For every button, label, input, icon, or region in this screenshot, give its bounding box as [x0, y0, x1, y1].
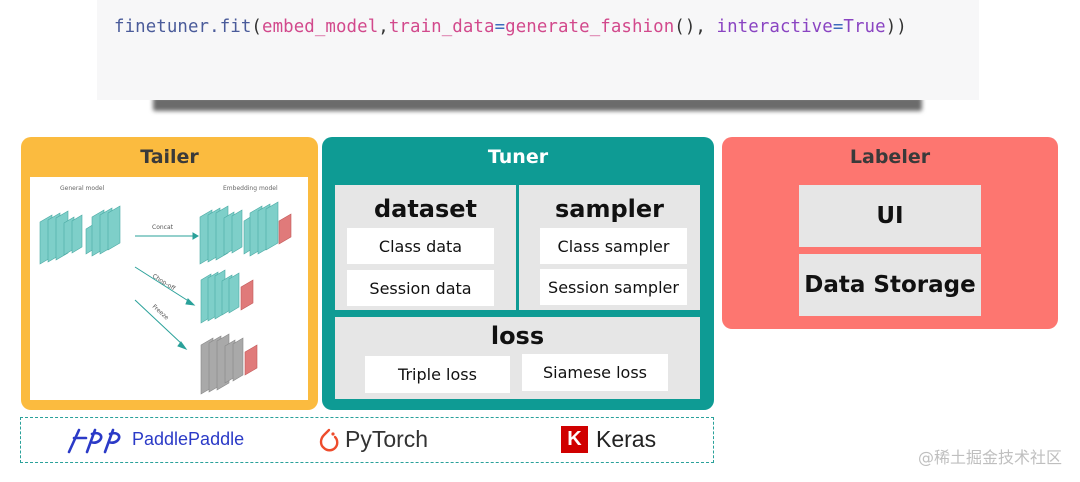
frameworks-row: PaddlePaddle PyTorch K Keras [20, 417, 714, 463]
siamese-loss-chip: Siamese loss [522, 354, 668, 391]
code-equals: = [832, 17, 844, 37]
code-open-paren: ( [251, 17, 262, 37]
data-storage-box: Data Storage [799, 254, 981, 316]
labeler-panel: Labeler UI Data Storage [722, 137, 1058, 329]
paddlepaddle-label: PaddlePaddle [132, 429, 245, 449]
code-value-true: True [843, 17, 886, 37]
code-comma: , [695, 17, 717, 37]
sampler-title: sampler [554, 195, 664, 223]
pytorch-label: PyTorch [345, 426, 429, 452]
class-sampler-chip: Class sampler [540, 228, 687, 264]
tailer-panel: Tailer General model Embedding model [21, 137, 318, 410]
code-function: finetuner.fit [114, 17, 252, 37]
tailer-diagram: General model Embedding model [30, 177, 308, 400]
keras-label: Keras [596, 426, 657, 452]
code-kw-interactive: interactive [716, 17, 833, 37]
tuner-title: Tuner [487, 146, 549, 168]
arrow-label-freeze: Freeze [151, 303, 170, 322]
dataset-box: dataset Class data Session data [335, 185, 516, 310]
class-data-chip: Class data [347, 228, 494, 264]
paddlepaddle-logo-icon [67, 428, 121, 453]
code-close-parens: )) [885, 17, 907, 37]
code-call-generate-fashion: generate_fashion [505, 17, 675, 37]
watermark: @稀土掘金技术社区 [917, 448, 1062, 467]
model-diagram-svg: General model Embedding model [39, 185, 292, 395]
code-call-parens: () [674, 17, 696, 37]
tailer-arrows [134, 232, 199, 351]
code-kw-train-data: train_data [388, 17, 495, 37]
dataset-title: dataset [373, 195, 478, 223]
code-arg-embed-model: embed_model [262, 17, 379, 37]
code-comma: , [378, 17, 389, 37]
session-sampler-chip: Session sampler [540, 269, 687, 305]
loss-box: loss Triple loss Siamese loss [335, 317, 700, 399]
triple-loss-chip: Triple loss [365, 356, 510, 393]
embedding-model-label: Embedding model [223, 185, 278, 192]
ui-box: UI [799, 185, 981, 247]
general-model-label: General model [60, 185, 105, 192]
keras-k-icon: K [561, 426, 588, 453]
session-data-chip: Session data [347, 270, 494, 306]
arrow-label-concat: Concat [152, 224, 174, 231]
general-model-layers [39, 205, 121, 265]
tuner-panel: Tuner dataset Class data Session data sa… [322, 137, 714, 410]
tailer-title: Tailer [140, 146, 199, 168]
embedding-chopoff-layers [200, 269, 254, 324]
pytorch-logo: PyTorch [319, 418, 428, 461]
arrow-label-chop-off: Chop-off [151, 273, 177, 293]
code-line: finetuner.fit(embed_model,train_data=gen… [114, 17, 907, 37]
sampler-box: sampler Class sampler Session sampler [519, 185, 700, 310]
labeler-title: Labeler [849, 146, 931, 168]
keras-logo: K Keras [561, 418, 656, 461]
code-block-shadow [153, 97, 922, 111]
embedding-freeze-layers [200, 333, 258, 395]
loss-title: loss [490, 322, 545, 350]
pytorch-flame-icon [319, 428, 339, 451]
code-block: finetuner.fit(embed_model,train_data=gen… [97, 0, 979, 100]
paddlepaddle-logo: PaddlePaddle [66, 418, 244, 461]
embedding-concat-layers [199, 201, 292, 265]
code-equals: = [494, 17, 506, 37]
